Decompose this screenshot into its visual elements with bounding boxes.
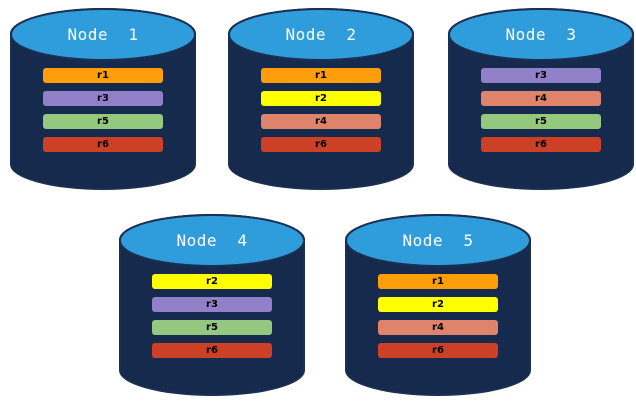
replica-bar-list: r3 r4 r5 r6	[448, 68, 634, 152]
replica-bar[interactable]: r5	[480, 114, 602, 129]
replica-bar[interactable]: r3	[480, 68, 602, 83]
replica-bar[interactable]: r6	[42, 137, 164, 152]
replica-bar[interactable]: r3	[42, 91, 164, 106]
replica-bar[interactable]: r1	[260, 68, 382, 83]
replica-bar-list: r1 r3 r5 r6	[10, 68, 196, 152]
replica-bar[interactable]: r4	[480, 91, 602, 106]
cylinder-top-ellipse	[119, 214, 305, 267]
replica-bar[interactable]: r4	[377, 320, 499, 335]
cylinder-top-ellipse	[10, 8, 196, 61]
replica-bar[interactable]: r1	[42, 68, 164, 83]
cylinder-top-ellipse	[228, 8, 414, 61]
replica-bar[interactable]: r2	[377, 297, 499, 312]
replica-bar[interactable]: r6	[151, 343, 273, 358]
replica-bar-list: r1 r2 r4 r6	[228, 68, 414, 152]
replica-bar-list: r2 r3 r5 r6	[119, 274, 305, 358]
replica-bar[interactable]: r1	[377, 274, 499, 289]
replica-bar[interactable]: r6	[480, 137, 602, 152]
replica-bar[interactable]: r5	[151, 320, 273, 335]
replica-bar[interactable]: r5	[42, 114, 164, 129]
replica-bar[interactable]: r3	[151, 297, 273, 312]
replica-bar[interactable]: r6	[260, 137, 382, 152]
cylinder-top-ellipse	[345, 214, 531, 267]
replica-bar[interactable]: r2	[260, 91, 382, 106]
replica-bar[interactable]: r2	[151, 274, 273, 289]
cylinder-top-ellipse	[448, 8, 634, 61]
replica-bar[interactable]: r4	[260, 114, 382, 129]
replica-bar[interactable]: r6	[377, 343, 499, 358]
replica-bar-list: r1 r2 r4 r6	[345, 274, 531, 358]
